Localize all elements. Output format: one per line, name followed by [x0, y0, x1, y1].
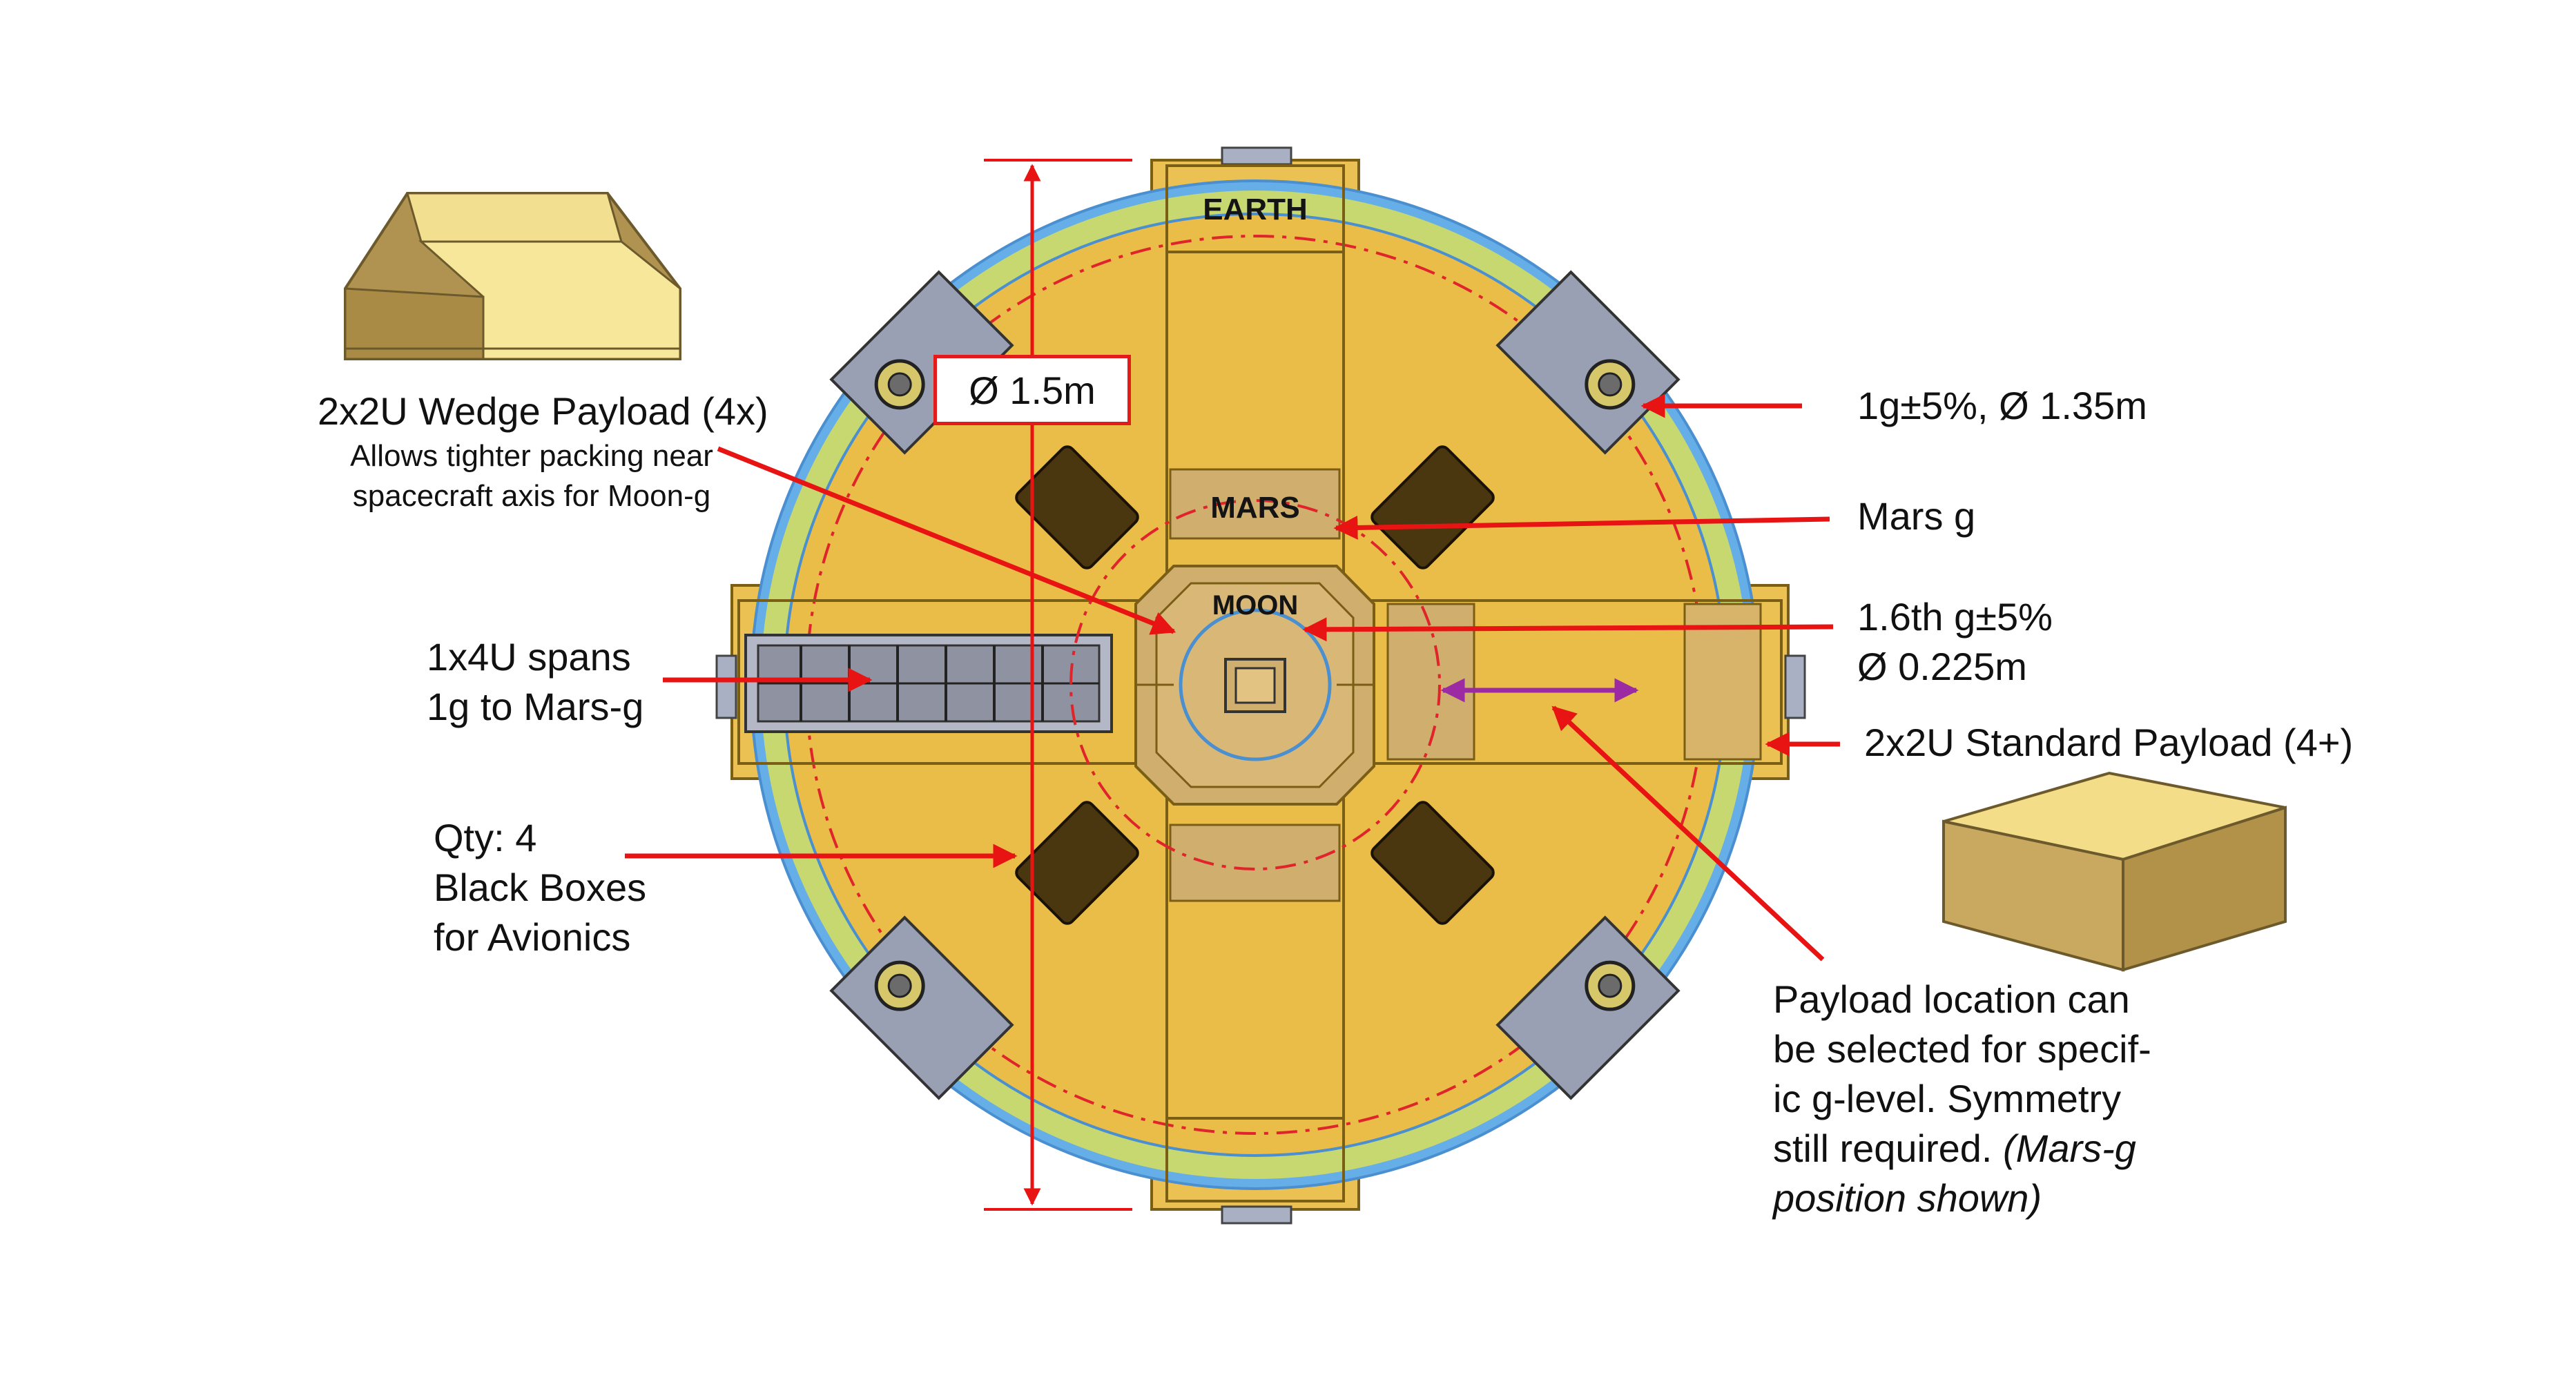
earth-zone-tag: EARTH — [1203, 193, 1308, 226]
lower-payload-slot — [1169, 824, 1341, 902]
mars-g-circle — [1069, 499, 1441, 870]
one-g-label: 1g±5%, Ø 1.35m — [1857, 384, 2147, 427]
wedge-payload-note-2: spacecraft axis for Moon-g — [352, 479, 711, 513]
location-note-4-text: still required. — [1773, 1127, 1993, 1170]
vertical-channel — [1165, 164, 1345, 1202]
moon-zone-tag: MOON — [1212, 590, 1298, 621]
location-note-1: Payload location can — [1773, 977, 2130, 1021]
avionics-label-2: Black Boxes — [434, 866, 647, 909]
diameter-label: Ø 1.5m — [933, 355, 1131, 425]
wedge-payload-thumbnail — [344, 192, 681, 360]
wedge-payload-title: 2x2U Wedge Payload (4x) — [318, 389, 768, 433]
thruster-pod-sw — [829, 915, 1014, 1100]
avionics-label-1: Qty: 4 — [434, 816, 537, 859]
moon-g-label-1: 1.6th g±5% — [1857, 595, 2053, 639]
moon-g-circle — [1179, 608, 1332, 761]
mars-g-label: Mars g — [1857, 494, 1976, 538]
standard-payload-label: 2x2U Standard Payload (4+) — [1864, 721, 2354, 764]
location-note-5: position shown) — [1773, 1176, 2042, 1220]
standard-payload-thumbnail — [1942, 771, 2287, 972]
moon-g-label-2: Ø 0.225m — [1857, 645, 2027, 688]
location-note-4-italic: (Mars-g — [2003, 1127, 2136, 1170]
mars-payload-slot — [1169, 468, 1341, 540]
avionics-label-3: for Avionics — [434, 915, 631, 959]
moon-g-arrow — [1302, 617, 1834, 642]
wedge-payload-note-1: Allows tighter packing near — [350, 439, 713, 473]
avionics-box-ne — [1371, 445, 1495, 569]
span-label-1: 1x4U spans — [427, 635, 631, 679]
thruster-pod-nw — [829, 270, 1014, 455]
location-arrow — [1551, 705, 1825, 962]
location-note-4: still required. (Mars-g — [1773, 1124, 2136, 1173]
wedge-arrow — [717, 446, 1176, 635]
mars-zone-tag: MARS — [1210, 491, 1300, 525]
location-note-2: be selected for specif- — [1773, 1027, 2151, 1071]
span-label-2: 1g to Mars-g — [427, 685, 644, 728]
thruster-pod-se — [1495, 915, 1681, 1100]
one-by-four-u-payload — [744, 634, 1113, 733]
avionics-box-se — [1371, 801, 1495, 925]
callout-arrows — [625, 393, 1840, 962]
mars-g-arrow — [1333, 515, 1830, 540]
diameter-dimension — [984, 159, 1132, 1211]
location-note-3: ic g-level. Symmetry — [1773, 1077, 2122, 1120]
